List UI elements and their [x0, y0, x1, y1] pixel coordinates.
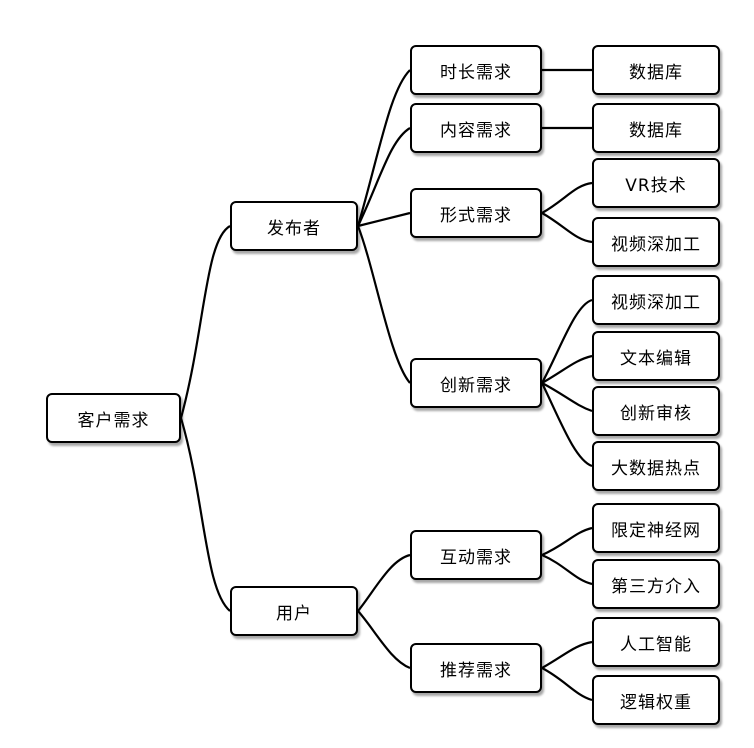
node-innov-review: 创新审核 [592, 386, 720, 436]
node-duration-req-label: 时长需求 [440, 62, 512, 83]
edge-recommend-logic [541, 667, 593, 702]
node-bigdata-hot: 大数据热点 [592, 441, 720, 491]
edge-interaction-nn [541, 526, 593, 557]
edge-innovation-text [541, 354, 593, 384]
node-video-proc-2: 视频深加工 [592, 275, 720, 325]
node-recommend-req: 推荐需求 [410, 643, 542, 693]
node-duration-req: 时长需求 [410, 45, 542, 95]
node-innovation-req: 创新需求 [410, 358, 542, 408]
edge-innovation-review [541, 382, 593, 413]
node-db1: 数据库 [592, 45, 720, 95]
node-limited-nn: 限定神经网 [592, 503, 720, 553]
node-user: 用户 [230, 586, 358, 636]
edge-root-user [179, 417, 231, 612]
node-publisher: 发布者 [230, 201, 358, 251]
node-video-proc-1-label: 视频深加工 [611, 234, 701, 255]
edge-publisher-format [357, 211, 411, 228]
node-recommend-req-label: 推荐需求 [440, 660, 512, 681]
node-format-req-label: 形式需求 [440, 205, 512, 226]
node-db2-label: 数据库 [629, 120, 683, 141]
node-logic-weight-label: 逻辑权重 [620, 692, 692, 713]
node-content-req: 内容需求 [410, 103, 542, 153]
edge-format-video1 [541, 212, 593, 244]
node-innov-review-label: 创新审核 [620, 403, 692, 424]
node-video-proc-2-label: 视频深加工 [611, 292, 701, 313]
node-interaction-req: 互动需求 [410, 530, 542, 580]
node-limited-nn-label: 限定神经网 [611, 520, 701, 541]
node-user-label: 用户 [276, 603, 312, 624]
node-bigdata-hot-label: 大数据热点 [611, 458, 701, 479]
node-db1-label: 数据库 [629, 62, 683, 83]
node-content-req-label: 内容需求 [440, 120, 512, 141]
node-vr-tech: VR技术 [592, 158, 720, 208]
edge-innovation-video2 [541, 298, 593, 384]
node-logic-weight: 逻辑权重 [592, 675, 720, 725]
edge-format-vr [541, 181, 593, 214]
node-format-req: 形式需求 [410, 188, 542, 238]
node-ai: 人工智能 [592, 617, 720, 667]
node-video-proc-1: 视频深加工 [592, 217, 720, 267]
node-interaction-req-label: 互动需求 [440, 547, 512, 568]
node-publisher-label: 发布者 [267, 218, 321, 239]
node-third-party: 第三方介入 [592, 559, 720, 609]
node-root: 客户需求 [46, 393, 181, 443]
edge-publisher-content [357, 127, 411, 227]
node-vr-tech-label: VR技术 [625, 175, 687, 196]
edge-publisher-duration [356, 69, 411, 227]
node-innovation-req-label: 创新需求 [440, 375, 512, 396]
edge-recommend-ai [541, 640, 593, 669]
node-text-edit: 文本编辑 [592, 331, 720, 381]
edge-user-interaction [357, 553, 411, 612]
node-ai-label: 人工智能 [620, 634, 692, 655]
edge-innovation-bigdata [541, 382, 593, 468]
edge-interaction-third [541, 553, 593, 586]
edge-user-recommend [357, 610, 411, 670]
edge-publisher-innovation [356, 225, 411, 384]
node-db2: 数据库 [592, 103, 720, 153]
node-text-edit-label: 文本编辑 [620, 348, 692, 369]
node-third-party-label: 第三方介入 [611, 576, 701, 597]
node-root-label: 客户需求 [77, 410, 150, 431]
edge-root-publisher [179, 225, 231, 419]
